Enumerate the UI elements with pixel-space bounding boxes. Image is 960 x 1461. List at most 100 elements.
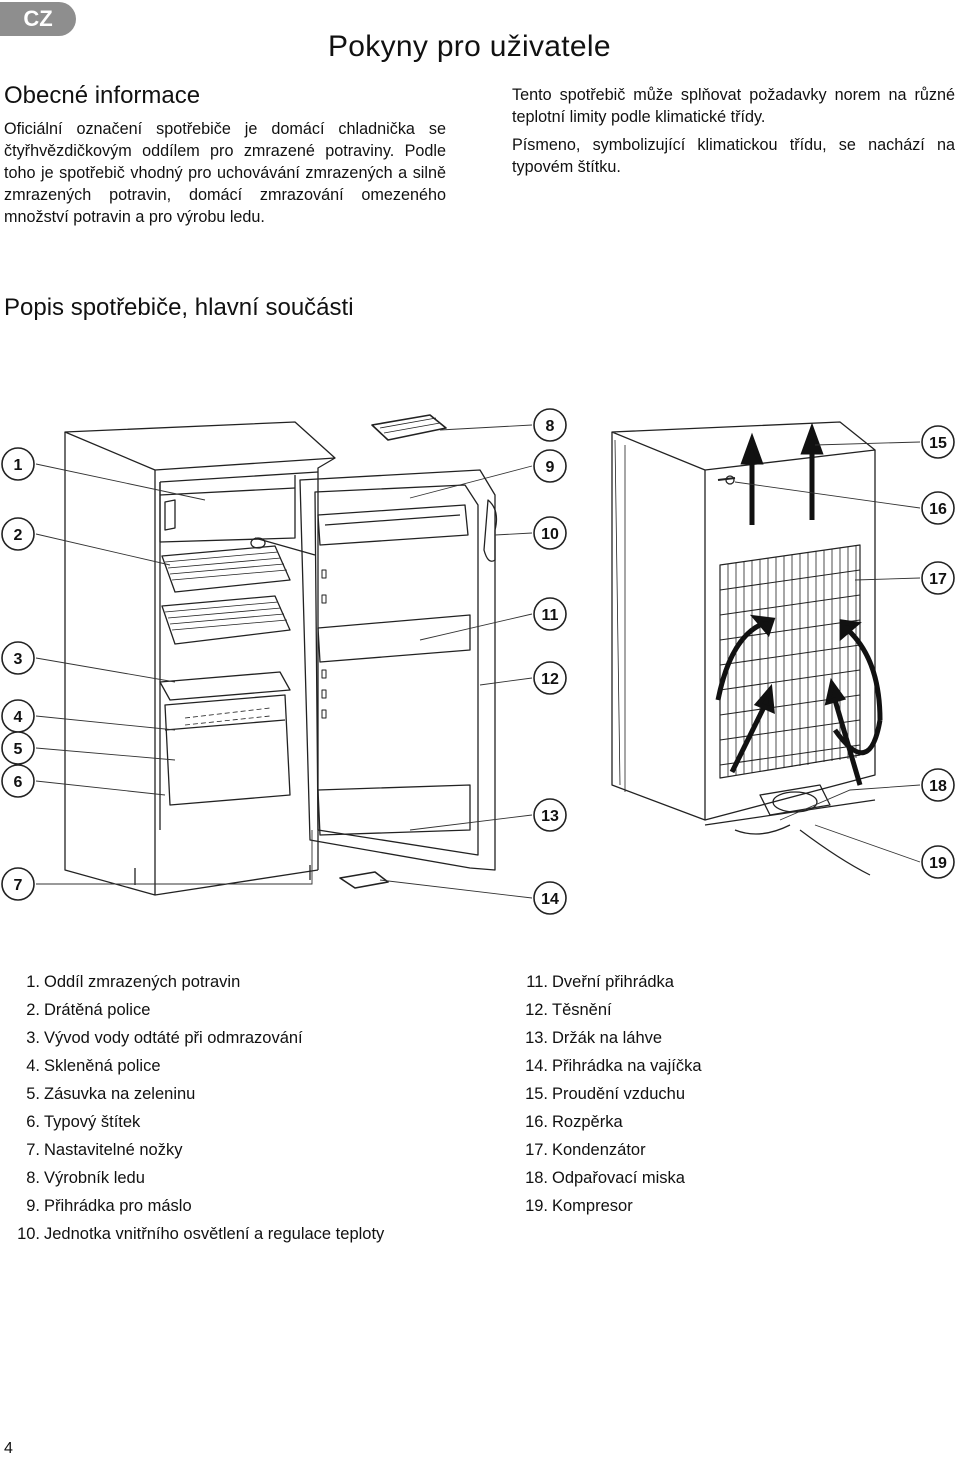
callout-number: 1 <box>14 457 23 474</box>
legend-item: 13.Držák na láhve <box>512 1024 702 1052</box>
legend-item-label: Výrobník ledu <box>44 1169 145 1187</box>
legend-item: 3.Vývod vody odtáté při odmrazování <box>4 1024 384 1052</box>
callout-number: 7 <box>14 877 23 894</box>
legend-item: 1.Oddíl zmrazených potravin <box>4 968 384 996</box>
legend-item-label: Skleněná police <box>44 1057 161 1075</box>
callout-number: 8 <box>546 418 555 435</box>
legend-item: 10.Jednotka vnitřního osvětlení a regula… <box>4 1220 384 1248</box>
legend-item-number: 1. <box>26 973 40 991</box>
legend-item-number: 14. <box>525 1057 548 1075</box>
general-heading: Obecné informace <box>4 82 201 109</box>
legend-item-number: 5. <box>26 1085 40 1103</box>
legend-item-label: Přihrádka na vajíčka <box>552 1057 702 1075</box>
callout-circle <box>533 408 567 442</box>
callout-number: 4 <box>14 709 23 726</box>
callout-circle <box>921 845 955 879</box>
legend-item-number: 18. <box>525 1169 548 1187</box>
fridge-rear-drawing <box>611 421 876 876</box>
callout-circle <box>1 731 35 765</box>
legend-item: 4.Skleněná police <box>4 1052 384 1080</box>
callout-circle <box>1 867 35 901</box>
callout-number: 19 <box>929 855 947 872</box>
legend-item: 8.Výrobník ledu <box>4 1164 384 1192</box>
legend-item-label: Kondenzátor <box>552 1141 646 1159</box>
legend-item-label: Drátěná police <box>44 1001 151 1019</box>
page-number: 4 <box>4 1440 13 1457</box>
legend-item-label: Oddíl zmrazených potravin <box>44 973 241 991</box>
callout-number: 18 <box>929 778 947 795</box>
callout-circle <box>1 764 35 798</box>
general-text-left: Oficiální označení spotřebiče je domácí … <box>4 120 446 226</box>
callout-number: 12 <box>541 671 559 688</box>
legend-item-label: Zásuvka na zeleninu <box>44 1085 196 1103</box>
callout-number: 3 <box>14 651 23 668</box>
legend-item-label: Jednotka vnitřního osvětlení a regulace … <box>44 1225 385 1243</box>
condenser-grid <box>719 544 861 779</box>
callout-number: 16 <box>929 501 947 518</box>
callout-number: 6 <box>14 774 23 791</box>
callout-number: 2 <box>14 527 23 544</box>
callout-number: 17 <box>929 571 947 588</box>
legend-item-number: 15. <box>525 1085 548 1103</box>
legend-item-number: 19. <box>525 1197 548 1215</box>
callout-circle <box>921 768 955 802</box>
callout-circle <box>921 561 955 595</box>
callout-circle <box>1 447 35 481</box>
callout-circle <box>533 661 567 695</box>
legend-item-number: 7. <box>26 1141 40 1159</box>
callout-circle <box>533 449 567 483</box>
wire-shelf <box>161 545 291 645</box>
air-flow-arrows <box>715 422 883 786</box>
callout-circle <box>1 641 35 675</box>
legend-item-label: Vývod vody odtáté při odmrazování <box>44 1029 303 1047</box>
legend-item: 14.Přihrádka na vajíčka <box>512 1052 702 1080</box>
callout-circle <box>921 491 955 525</box>
legend-item: 15.Proudění vzduchu <box>512 1080 702 1108</box>
legend-item-number: 6. <box>26 1113 40 1131</box>
callout-number: 14 <box>541 891 559 908</box>
callout-number: 9 <box>546 459 555 476</box>
language-badge: CZ <box>0 2 76 36</box>
legend-item: 5.Zásuvka na zeleninu <box>4 1080 384 1108</box>
climate-class-text: Tento spotřebič může splňovat požadavky … <box>512 86 955 126</box>
legend-item-number: 16. <box>525 1113 548 1131</box>
legend-item: 12.Těsnění <box>512 996 702 1024</box>
legend-item-number: 12. <box>525 1001 548 1019</box>
page-title: Pokyny pro uživatele <box>328 30 611 63</box>
callout-circle <box>533 597 567 631</box>
legend-item: 6.Typový štítek <box>4 1108 384 1136</box>
legend-item-number: 13. <box>525 1029 548 1047</box>
callout-circle <box>921 425 955 459</box>
legend-item-label: Držák na láhve <box>552 1029 663 1047</box>
legend-item-number: 4. <box>26 1057 40 1075</box>
legend-item-label: Typový štítek <box>44 1113 141 1131</box>
legend-item-label: Kompresor <box>552 1197 633 1215</box>
legend-item-label: Těsnění <box>552 1001 612 1019</box>
legend-item: 16.Rozpěrka <box>512 1108 702 1136</box>
callout-circle <box>533 798 567 832</box>
legend-item-label: Proudění vzduchu <box>552 1085 686 1103</box>
legend-item-number: 11. <box>526 973 548 991</box>
legend-item-number: 2. <box>26 1001 40 1019</box>
legend-item: 17.Kondenzátor <box>512 1136 702 1164</box>
callout-circle <box>533 881 567 915</box>
legend-item: 7.Nastavitelné nožky <box>4 1136 384 1164</box>
callout-number: 11 <box>542 607 559 624</box>
legend-item: 18.Odpařovací miska <box>512 1164 702 1192</box>
callout-circle <box>533 516 567 550</box>
fridge-front-drawing <box>64 414 498 896</box>
rating-plate-text: Písmeno, symbolizující klimatickou třídu… <box>512 136 955 176</box>
legend-item-number: 17. <box>525 1141 548 1159</box>
legend-item-label: Dveřní přihrádka <box>552 973 674 991</box>
general-text-right: Tento spotřebič může splňovat požadavky … <box>512 84 955 184</box>
legend-item-number: 8. <box>26 1169 40 1187</box>
legend-item-label: Rozpěrka <box>552 1113 623 1131</box>
legend-item-number: 3. <box>26 1029 40 1047</box>
description-heading: Popis spotřebiče, hlavní součásti <box>4 294 354 321</box>
legend-item: 9.Přihrádka pro máslo <box>4 1192 384 1220</box>
